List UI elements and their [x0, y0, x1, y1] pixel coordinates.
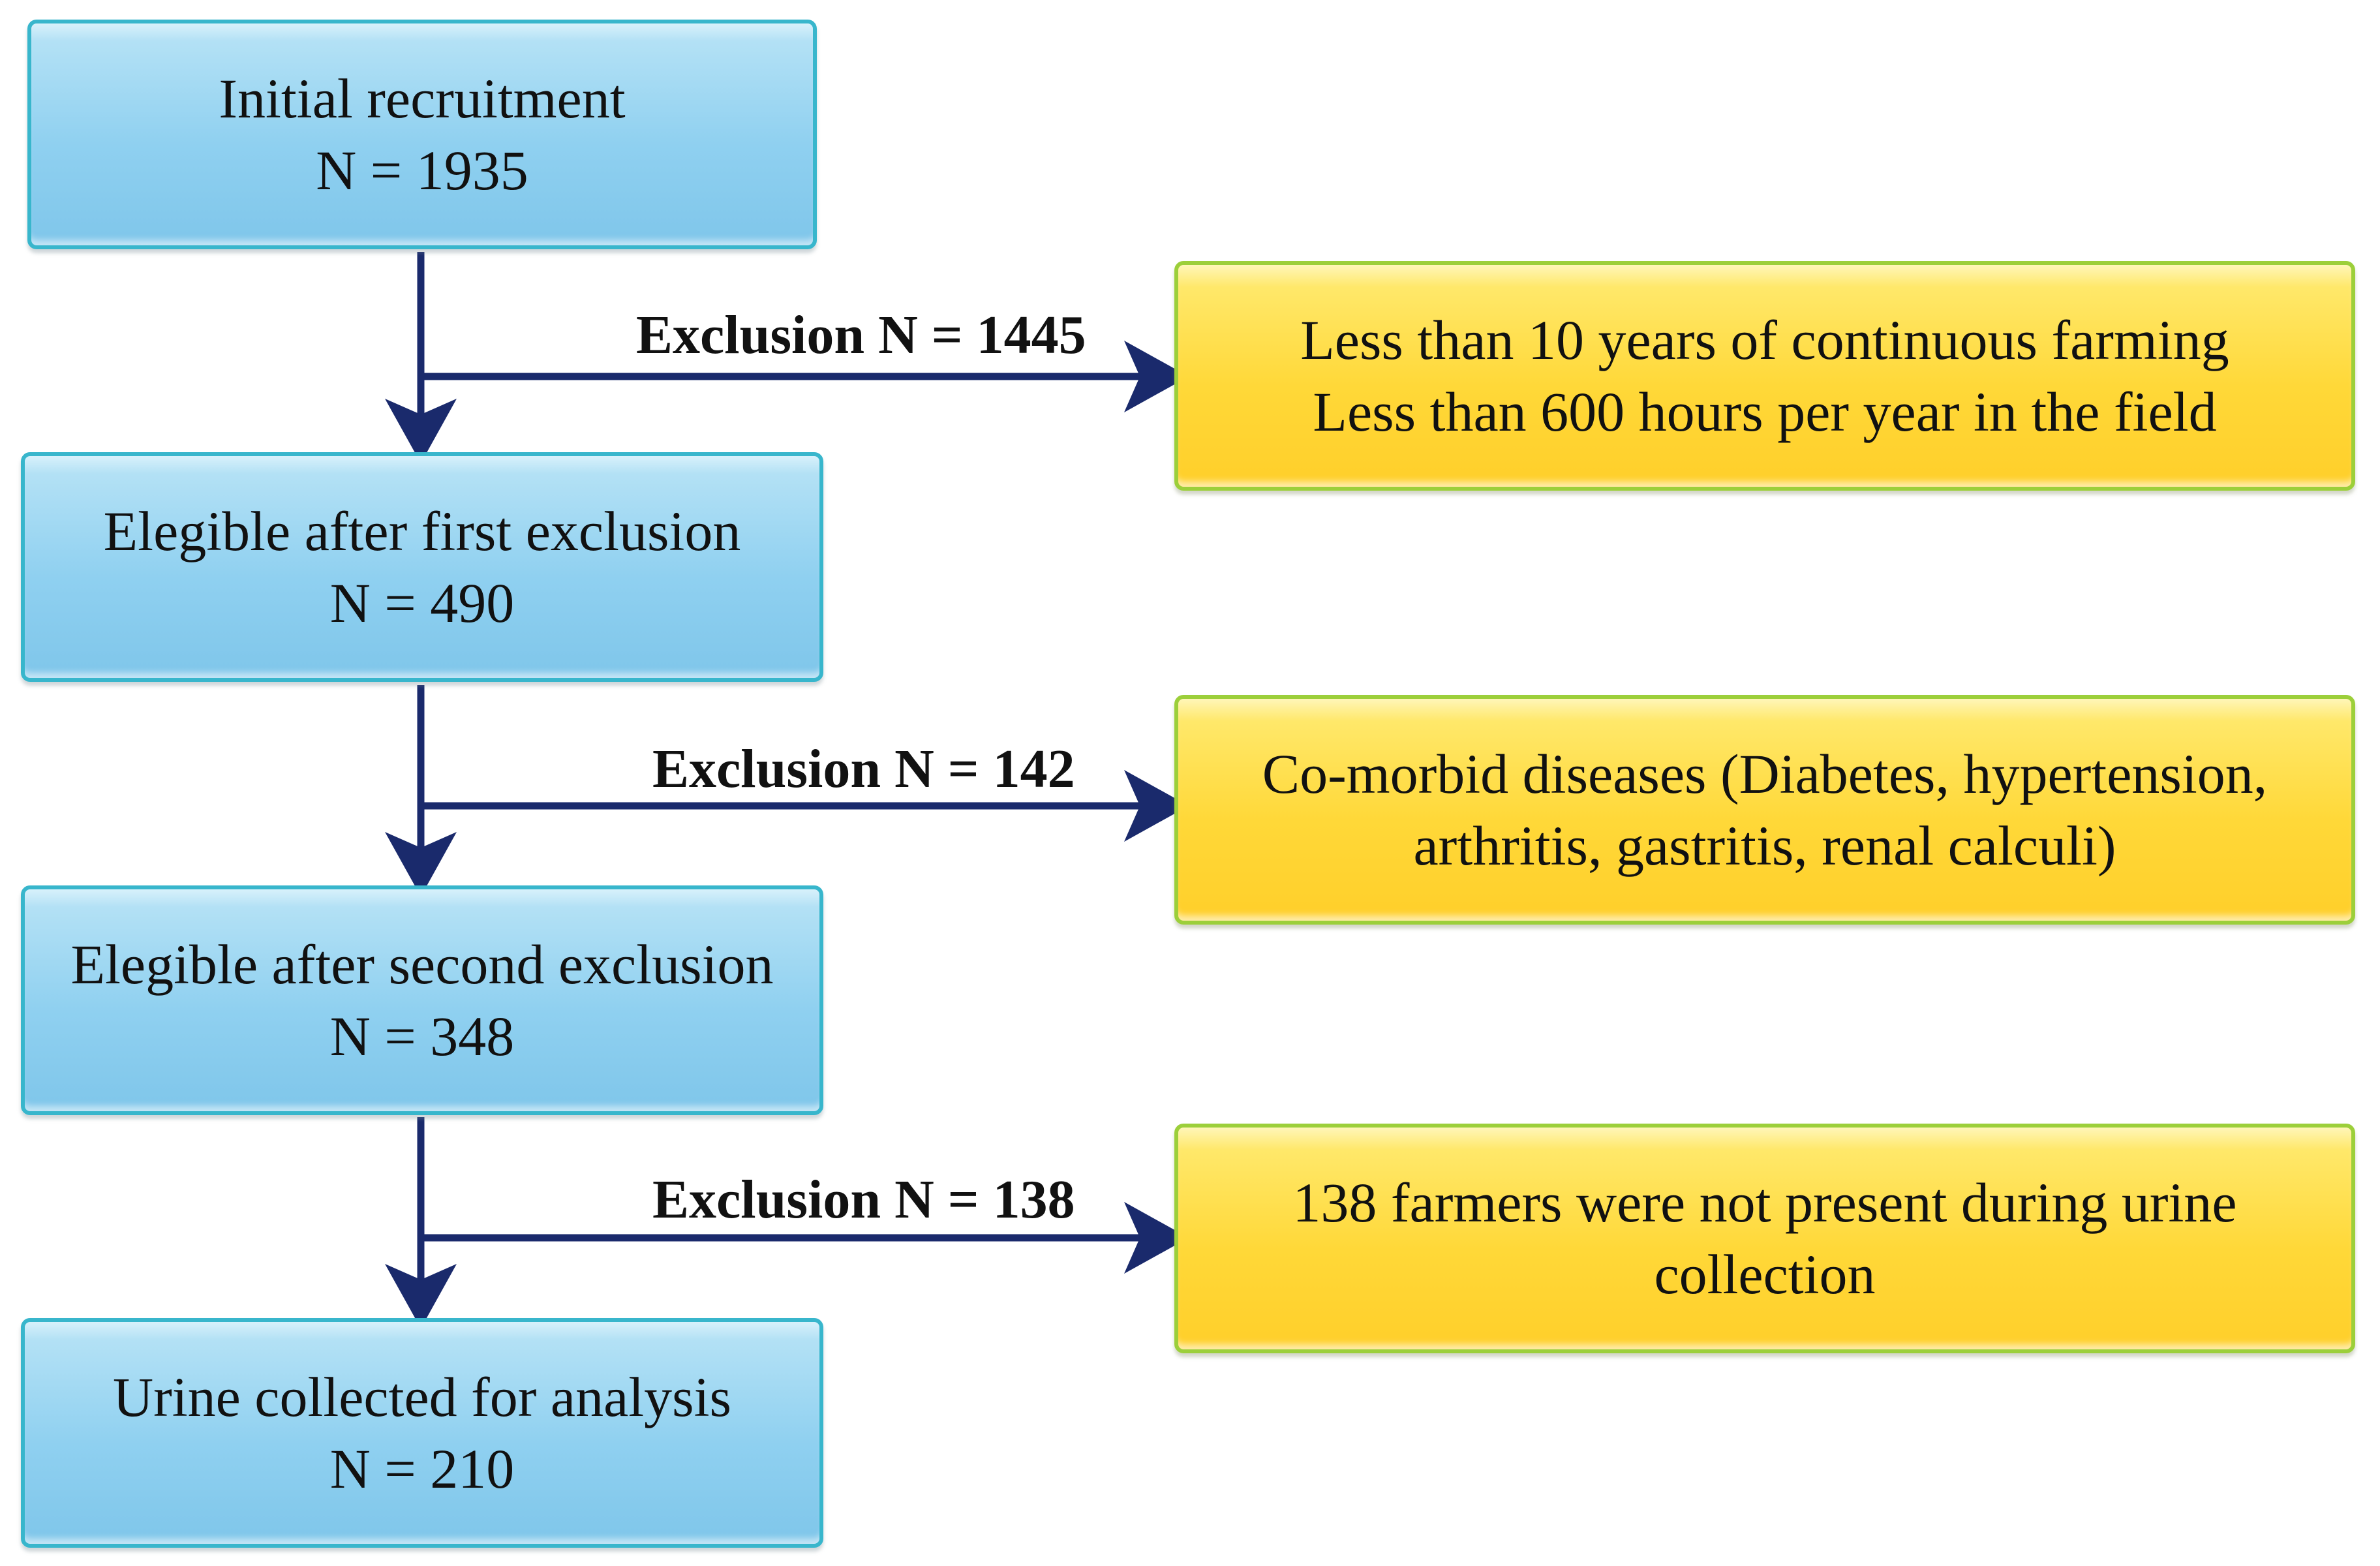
exclusion-label-3: Exclusion N = 138	[652, 1169, 1075, 1230]
flow-box-count: N = 1935	[316, 139, 528, 202]
flow-box-title: Urine collected for analysis	[112, 1365, 731, 1428]
exclusion-reason-line: Less than 10 years of continuous farming	[1300, 308, 2229, 371]
flow-box-eligible-first: Elegible after first exclusion N = 490	[21, 452, 823, 682]
exclusion-reason-box-2: Co-morbid diseases (Diabetes, hypertensi…	[1174, 695, 2355, 925]
exclusion-label-2: Exclusion N = 142	[652, 739, 1075, 799]
exclusion-reason-line: arthritis, gastritis, renal calculi)	[1413, 814, 2116, 877]
exclusion-reason-line: Co-morbid diseases (Diabetes, hypertensi…	[1262, 742, 2268, 805]
flow-box-count: N = 210	[329, 1437, 515, 1500]
flow-box-title: Elegible after second exclusion	[70, 932, 774, 996]
exclusion-reason-line: Less than 600 hours per year in the fiel…	[1313, 380, 2217, 443]
flow-box-title: Elegible after first exclusion	[103, 499, 741, 562]
exclusion-reason-box-3: 138 farmers were not present during urin…	[1174, 1124, 2355, 1353]
flow-box-initial-recruitment: Initial recruitment N = 1935	[27, 20, 817, 249]
exclusion-reason-line: 138 farmers were not present during urin…	[1292, 1171, 2237, 1234]
exclusion-reason-line: collection	[1654, 1243, 1876, 1306]
exclusion-reason-box-1: Less than 10 years of continuous farming…	[1174, 261, 2355, 491]
exclusion-label-1: Exclusion N = 1445	[636, 305, 1086, 365]
flow-box-eligible-second: Elegible after second exclusion N = 348	[21, 885, 823, 1115]
flow-box-count: N = 490	[329, 572, 515, 634]
flow-box-count: N = 348	[329, 1005, 515, 1067]
flow-box-urine-collected: Urine collected for analysis N = 210	[21, 1318, 823, 1548]
flow-box-title: Initial recruitment	[219, 67, 626, 130]
